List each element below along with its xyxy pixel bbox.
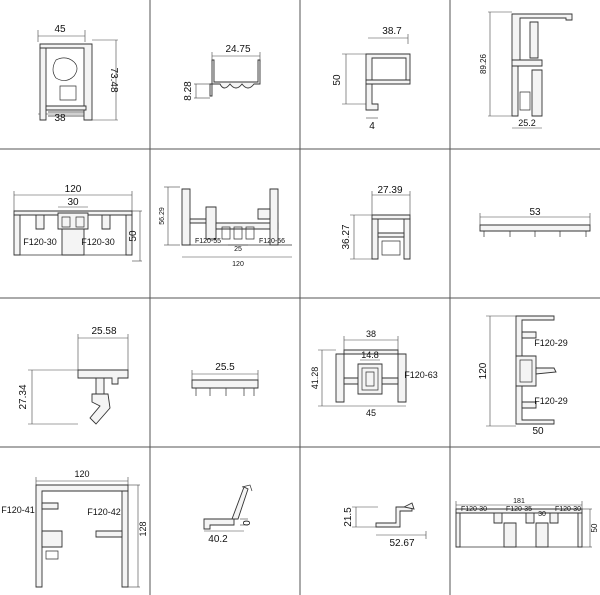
dim-label: 53 xyxy=(529,207,541,218)
dim-label: 30 xyxy=(538,511,546,518)
dim-label: 40.2 xyxy=(208,534,228,545)
dim-label: 8.28 xyxy=(183,81,194,101)
dim-label: 25.2 xyxy=(518,118,536,128)
dim-label: 0 xyxy=(242,520,253,526)
profile-drawing-p8: 53 xyxy=(479,207,591,237)
profile-drawing-p7: 27.39 36.27 xyxy=(341,185,411,260)
profile-code-label: F120-56 xyxy=(259,238,285,245)
profile-drawing-p6: 56.29 F120-55 25 F120-56 120 xyxy=(159,186,292,268)
dim-label: 73.48 xyxy=(108,67,119,92)
profile-drawing-p13: 120 F120-41 F120-42 128 xyxy=(1,469,148,588)
profile-code-label: F120-30 xyxy=(461,506,487,513)
dim-label: 45 xyxy=(54,24,66,35)
profile-drawing-p15: 21.5 52.67 xyxy=(343,502,427,549)
profile-drawing-p1: 45 73.48 38 xyxy=(37,24,119,124)
dim-label: 25.58 xyxy=(91,326,116,337)
panel-p16: 181 F120-30 F120-35 30 F120-30 50 xyxy=(450,447,600,595)
panel-p10: 25.5 xyxy=(150,298,300,447)
panel-p6: 56.29 F120-55 25 F120-56 120 xyxy=(150,149,300,298)
profile-drawing-p5: 120 30 50 F120-30 F120-30 xyxy=(13,184,142,262)
panel-p13: 120 F120-41 F120-42 128 xyxy=(0,447,150,595)
profile-drawing-p4: 89.26 25.2 xyxy=(479,11,573,129)
dim-label: 27.34 xyxy=(18,384,29,409)
profile-drawing-p14: 40.2 0 xyxy=(203,484,253,545)
panel-p3: 38.7 50 4 xyxy=(300,0,450,149)
panel-p11: 38 14.8 41.28 F120-63 45 xyxy=(300,298,450,447)
panel-p15: 21.5 52.67 xyxy=(300,447,450,595)
profile-code-label: F120-30 xyxy=(555,506,581,513)
profile-code-label: F120-55 xyxy=(195,238,221,245)
dim-label: 52.67 xyxy=(389,538,414,549)
profile-drawing-p3: 38.7 50 4 xyxy=(332,26,411,132)
panel-p2: 24.75 8.28 xyxy=(150,0,300,149)
dim-label: 50 xyxy=(532,426,544,437)
profile-code-label: F120-35 xyxy=(506,506,532,513)
profile-code-label: F120-29 xyxy=(534,396,568,406)
dim-label: 120 xyxy=(478,362,489,379)
profile-code-label: F120-29 xyxy=(534,338,568,348)
profile-code-label: F120-41 xyxy=(1,505,35,515)
dim-label: 38.7 xyxy=(382,26,402,37)
dim-label: 36.27 xyxy=(341,224,352,249)
profile-drawing-p12: F120-29 120 F120-29 50 xyxy=(478,315,568,437)
dim-label: 25.5 xyxy=(215,362,235,373)
dim-label: 14.8 xyxy=(361,350,379,360)
dim-label: 128 xyxy=(138,521,148,536)
dim-label: 45 xyxy=(366,408,376,418)
dim-label: 181 xyxy=(513,498,525,505)
profile-drawing-p10: 25.5 xyxy=(191,362,259,396)
panel-p1: 45 73.48 38 xyxy=(0,0,150,149)
profile-drawing-p2: 24.75 8.28 xyxy=(183,44,261,101)
panel-p7: 27.39 36.27 xyxy=(300,149,450,298)
dim-label: 21.5 xyxy=(343,507,354,527)
panel-p9: 25.58 27.34 xyxy=(0,298,150,447)
dim-label: 4 xyxy=(369,121,375,132)
dim-label: 89.26 xyxy=(479,53,488,74)
dim-label: 120 xyxy=(74,469,89,479)
dim-label: 25 xyxy=(234,246,242,253)
dim-label: 120 xyxy=(232,261,244,268)
panel-p4: 89.26 25.2 xyxy=(450,0,600,149)
dim-label: 24.75 xyxy=(225,44,250,55)
panel-p12: F120-29 120 F120-29 50 xyxy=(450,298,600,447)
profile-code-label: F120-30 xyxy=(81,237,115,247)
panel-p8: 53 xyxy=(450,149,600,298)
dim-label: 56.29 xyxy=(159,207,166,225)
profile-drawing-p16: 181 F120-30 F120-35 30 F120-30 50 xyxy=(455,498,599,548)
dim-label: 27.39 xyxy=(377,185,402,196)
panel-p5: 120 30 50 F120-30 F120-30 xyxy=(0,149,150,298)
dim-label: 50 xyxy=(128,230,139,242)
profile-drawing-p9: 25.58 27.34 xyxy=(18,326,129,425)
dim-label: 38 xyxy=(54,113,66,124)
profile-code-label: F120-42 xyxy=(87,507,121,517)
profile-code-label: F120-63 xyxy=(404,370,438,380)
dim-label: 50 xyxy=(332,74,343,86)
dim-label: 120 xyxy=(65,184,82,195)
dim-label: 30 xyxy=(67,197,79,208)
dim-label: 38 xyxy=(366,329,376,339)
profile-code-label: F120-30 xyxy=(23,237,57,247)
dim-label: 41.28 xyxy=(310,367,320,390)
dim-label: 50 xyxy=(590,523,599,532)
profile-drawing-p11: 38 14.8 41.28 F120-63 45 xyxy=(310,329,438,418)
panel-p14: 40.2 0 xyxy=(150,447,300,595)
